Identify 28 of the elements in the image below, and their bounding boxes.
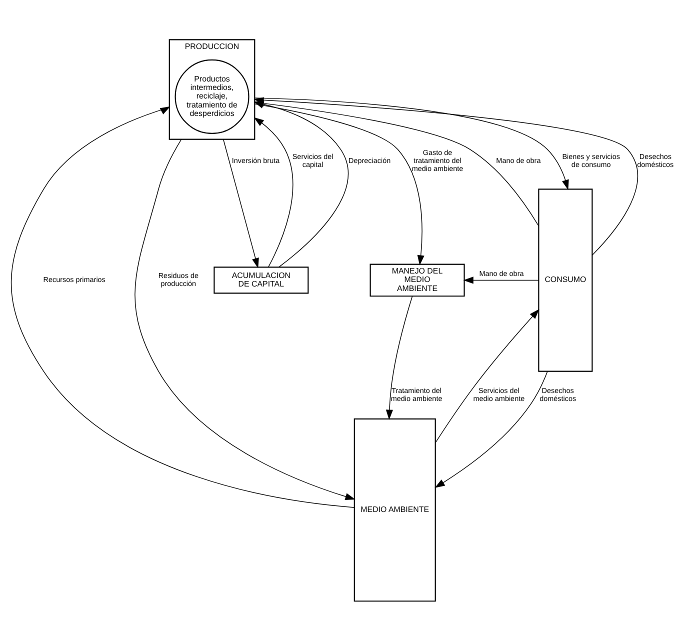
arrow [254,116,294,267]
node-box: ACUMULACION DE CAPITAL [214,266,309,294]
edge-label: Mano de obra [479,268,524,278]
edge-label: Depreciación [348,156,391,165]
node-circle: Productos intermedios, reciclaje, tratamiento de desperdicios [174,58,250,134]
node-box: MANEJO DEL MEDIO AMBIENTE [370,263,465,296]
edge-label: Desechos domésticos [540,385,576,402]
edge-label: Servicios del medio ambiente [473,385,525,402]
arrow [254,103,424,265]
arrow [434,370,548,488]
edge-label: Servicios del capital [292,152,334,169]
arrow [254,101,348,267]
arrow [435,308,540,442]
edge-label: Bienes y servicios de consumo [562,152,620,169]
edge-label: Recursos primarios [43,274,106,284]
arrow [463,276,539,284]
edge-label: Desechos domésticos [637,152,674,169]
arrow [386,295,413,420]
edge-label: Gasto de tratamiento del medio ambiente [412,148,464,173]
edge-label: Inversión bruta [232,156,280,165]
arrow [222,138,259,268]
edge-label: Tratamiento del medio ambiente [390,385,442,402]
arrow [134,138,356,500]
edge-label: Mano de obra [496,156,541,165]
node-box: MEDIO AMBIENTE [354,418,436,602]
edge-label: Residuos de producción [158,270,198,288]
arrow [10,106,355,508]
node-box: CONSUMO [538,188,593,372]
